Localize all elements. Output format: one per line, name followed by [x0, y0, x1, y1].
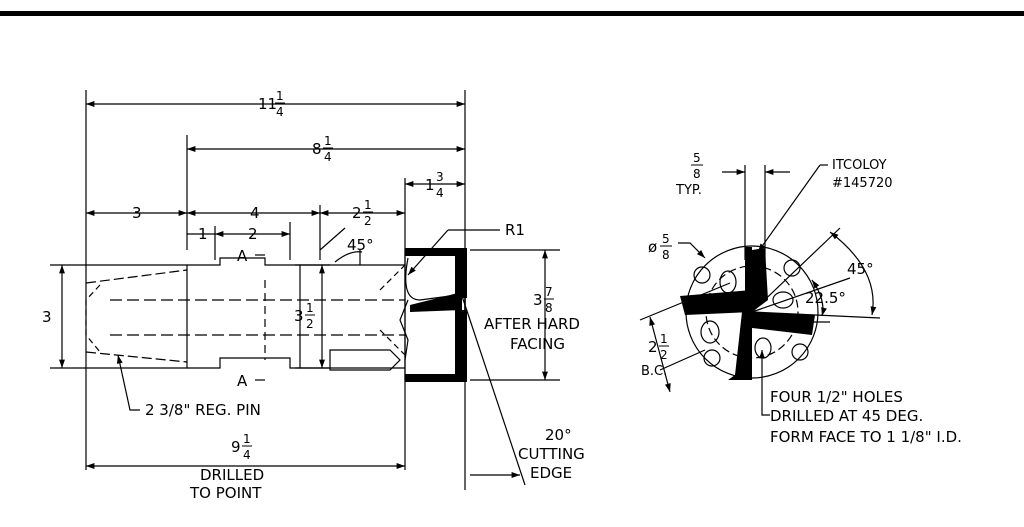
hard-facing [405, 248, 467, 382]
head-length-whole: 1 [425, 176, 435, 194]
hole-dia-den: 8 [662, 248, 670, 262]
pin-diameter: 3 [42, 308, 52, 326]
holes-note-2: DRILLED AT 45 DEG. [770, 407, 923, 425]
body-length-num: 1 [324, 134, 332, 148]
section-mark-top: A [237, 247, 248, 265]
head-length-num: 3 [436, 170, 444, 184]
bolt-circle-den: 2 [660, 348, 668, 362]
title-border-line [0, 11, 1024, 16]
chamfer-angle: 45° [347, 236, 374, 254]
angle-22: 22.5° [805, 289, 846, 307]
hole-dia-num: 5 [662, 232, 670, 246]
bolt-circle-num: 1 [660, 332, 668, 346]
cutting-note-3: EDGE [530, 464, 572, 482]
side-view [50, 90, 560, 490]
end-view-inserts [680, 247, 815, 380]
hard-facing-note-2: FACING [510, 335, 565, 353]
body-diameter-num: 1 [306, 301, 314, 315]
head-diameter-den: 8 [545, 301, 553, 315]
head-diameter-num: 7 [545, 285, 553, 299]
drill-length-whole: 9 [231, 438, 241, 456]
pin-length: 3 [132, 204, 142, 222]
step-1: 1 [198, 225, 208, 243]
drill-length-den: 4 [243, 448, 251, 462]
neck-length-whole: 2 [352, 204, 362, 222]
material-note-2: #145720 [832, 176, 893, 191]
overall-length-whole: 11 [258, 95, 277, 113]
neck-length-num: 1 [364, 198, 372, 212]
drill-length-num: 1 [243, 432, 251, 446]
hole-dia-prefix: ø [648, 238, 657, 256]
angle-45: 45° [847, 260, 874, 278]
material-note-1: ITCOLOY [832, 158, 887, 173]
body-length-den: 4 [324, 150, 332, 164]
bolt-circle-suffix: B.C. [641, 364, 667, 379]
neck-length-den: 2 [364, 214, 372, 228]
insert-width-den: 8 [693, 167, 701, 181]
pin-note: 2 3/8" REG. PIN [145, 401, 261, 419]
insert-width-suffix: TYP. [675, 183, 702, 198]
holes-note-1: FOUR 1/2" HOLES [770, 388, 903, 406]
head-length-den: 4 [436, 186, 444, 200]
overall-length-den: 4 [276, 105, 284, 119]
cutting-note-1: 20° [545, 426, 572, 444]
step-2: 2 [248, 225, 258, 243]
body-diameter-den: 2 [306, 317, 314, 331]
holes-note-3: FORM FACE TO 1 1/8" I.D. [770, 428, 962, 446]
section-mark-bottom: A [237, 372, 248, 390]
body-diameter-whole: 3 [294, 307, 304, 325]
body-length-whole: 8 [312, 140, 322, 158]
section-length: 4 [250, 204, 260, 222]
radius-label: R1 [505, 221, 525, 239]
end-view-labels: 5 8 TYP. ITCOLOY #145720 ø 5 8 45° 22.5°… [641, 151, 962, 446]
drill-note-1: DRILLED [200, 466, 264, 484]
side-view-labels: 11 1 4 8 1 4 1 3 4 3 4 2 1 2 1 2 45° R1 … [42, 89, 585, 502]
drill-note-2: TO POINT [189, 484, 262, 502]
overall-length-num: 1 [276, 89, 284, 103]
head-diameter-whole: 3 [533, 291, 543, 309]
cutting-note-2: CUTTING [518, 445, 585, 463]
hard-facing-note-1: AFTER HARD [484, 315, 580, 333]
insert-width-num: 5 [693, 151, 701, 165]
bolt-circle-whole: 2 [648, 338, 658, 356]
